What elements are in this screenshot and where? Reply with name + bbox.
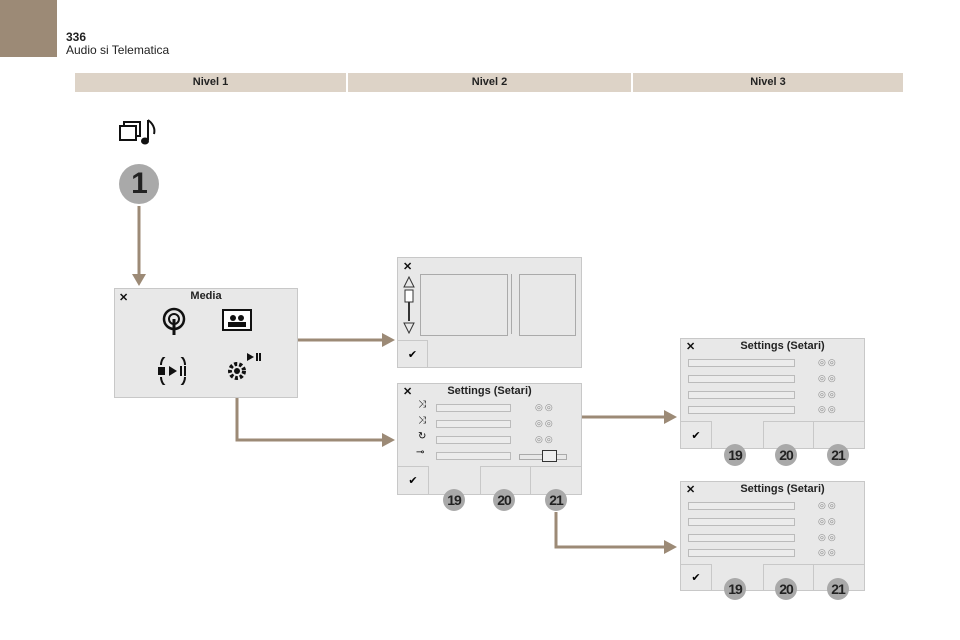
badge-20: 20: [775, 444, 797, 466]
ok-button[interactable]: ✔: [398, 340, 428, 368]
settings-title: Settings (Setari): [740, 340, 825, 352]
browse-panel: ✕ ✔: [397, 257, 582, 368]
section-title: Audio si Telematica: [66, 43, 170, 57]
radio-options[interactable]: ◎◎: [535, 402, 555, 412]
level-1-header: Nivel 1: [75, 73, 346, 92]
settings-title: Settings (Setari): [447, 385, 532, 397]
button-20[interactable]: [763, 421, 814, 449]
close-button[interactable]: ✕: [403, 261, 413, 273]
badge-21: 21: [827, 578, 849, 600]
badge-19: 19: [724, 444, 746, 466]
button-21[interactable]: [814, 421, 865, 449]
close-button[interactable]: ✕: [403, 386, 413, 398]
close-button[interactable]: ✕: [119, 292, 129, 304]
settings-title: Settings (Setari): [740, 483, 825, 495]
media-settings-icon[interactable]: [225, 349, 261, 383]
level-2-header: Nivel 2: [348, 73, 631, 92]
setting-row[interactable]: [436, 404, 511, 412]
radio-options[interactable]: ◎◎: [818, 516, 838, 526]
level-3-header: Nivel 3: [633, 73, 903, 92]
preview-area: [519, 274, 576, 336]
badge-20: 20: [493, 489, 515, 511]
setting-row[interactable]: [436, 436, 511, 444]
media-music-icon: [119, 119, 156, 145]
ok-button[interactable]: ✔: [681, 564, 712, 591]
scrollbar[interactable]: [402, 275, 416, 335]
close-button[interactable]: ✕: [686, 341, 696, 353]
media-panel: ✕ Media: [114, 288, 298, 398]
setting-row[interactable]: [688, 534, 795, 542]
badge-19: 19: [724, 578, 746, 600]
settings-panel-b: ✕ Settings (Setari) ◎◎ ◎◎ ◎◎ ◎◎ ✔: [680, 481, 865, 591]
button-20[interactable]: [763, 564, 814, 591]
setting-row[interactable]: [436, 420, 511, 428]
ok-button[interactable]: ✔: [681, 421, 712, 449]
radio-options[interactable]: ◎◎: [818, 373, 838, 383]
divider: [511, 274, 512, 334]
radio-icon[interactable]: [161, 307, 187, 335]
radio-options[interactable]: ◎◎: [818, 404, 838, 414]
setting-row[interactable]: [436, 452, 511, 460]
setting-row[interactable]: [688, 375, 795, 383]
button-21[interactable]: [531, 466, 582, 495]
radio-options[interactable]: ◎◎: [818, 357, 838, 367]
button-20[interactable]: [480, 466, 531, 495]
setting-row[interactable]: [688, 359, 795, 367]
button-21[interactable]: [814, 564, 865, 591]
radio-options[interactable]: ◎◎: [818, 547, 838, 557]
radio-options[interactable]: ◎◎: [818, 500, 838, 510]
setting-row[interactable]: [688, 549, 795, 557]
badge-21: 21: [827, 444, 849, 466]
radio-options[interactable]: ◎◎: [818, 389, 838, 399]
radio-options[interactable]: ◎◎: [818, 532, 838, 542]
close-button[interactable]: ✕: [686, 484, 696, 496]
setting-row[interactable]: [688, 391, 795, 399]
radio-options[interactable]: ◎◎: [535, 434, 555, 444]
setting-row[interactable]: [688, 406, 795, 414]
badge-19: 19: [443, 489, 465, 511]
shuffle-icon: ⤨: [418, 415, 426, 426]
setting-row[interactable]: [688, 502, 795, 510]
step-badge: 1: [119, 164, 159, 204]
playback-icon[interactable]: [157, 357, 189, 385]
repeat-icon: ↻: [418, 431, 427, 442]
settings-panel-a: ✕ Settings (Setari) ◎◎ ◎◎ ◎◎ ◎◎ ✔: [680, 338, 865, 449]
slider-handle[interactable]: [542, 450, 557, 462]
page-number: 336: [66, 30, 87, 44]
aux-icon: ⊸: [416, 447, 425, 458]
ok-button[interactable]: ✔: [398, 466, 429, 495]
setting-row[interactable]: [688, 518, 795, 526]
badge-21: 21: [545, 489, 567, 511]
settings-panel: ✕ Settings (Setari) ⤨ ⤨ ↻ ⊸ ◎◎ ◎◎ ◎◎ ✔: [397, 383, 582, 495]
media-title: Media: [190, 290, 222, 302]
photo-icon[interactable]: [222, 309, 252, 331]
radio-options[interactable]: ◎◎: [535, 418, 555, 428]
badge-20: 20: [775, 578, 797, 600]
list-area[interactable]: [420, 274, 508, 336]
shuffle-all-icon: ⤨: [418, 399, 426, 410]
corner-tab: [0, 0, 57, 57]
